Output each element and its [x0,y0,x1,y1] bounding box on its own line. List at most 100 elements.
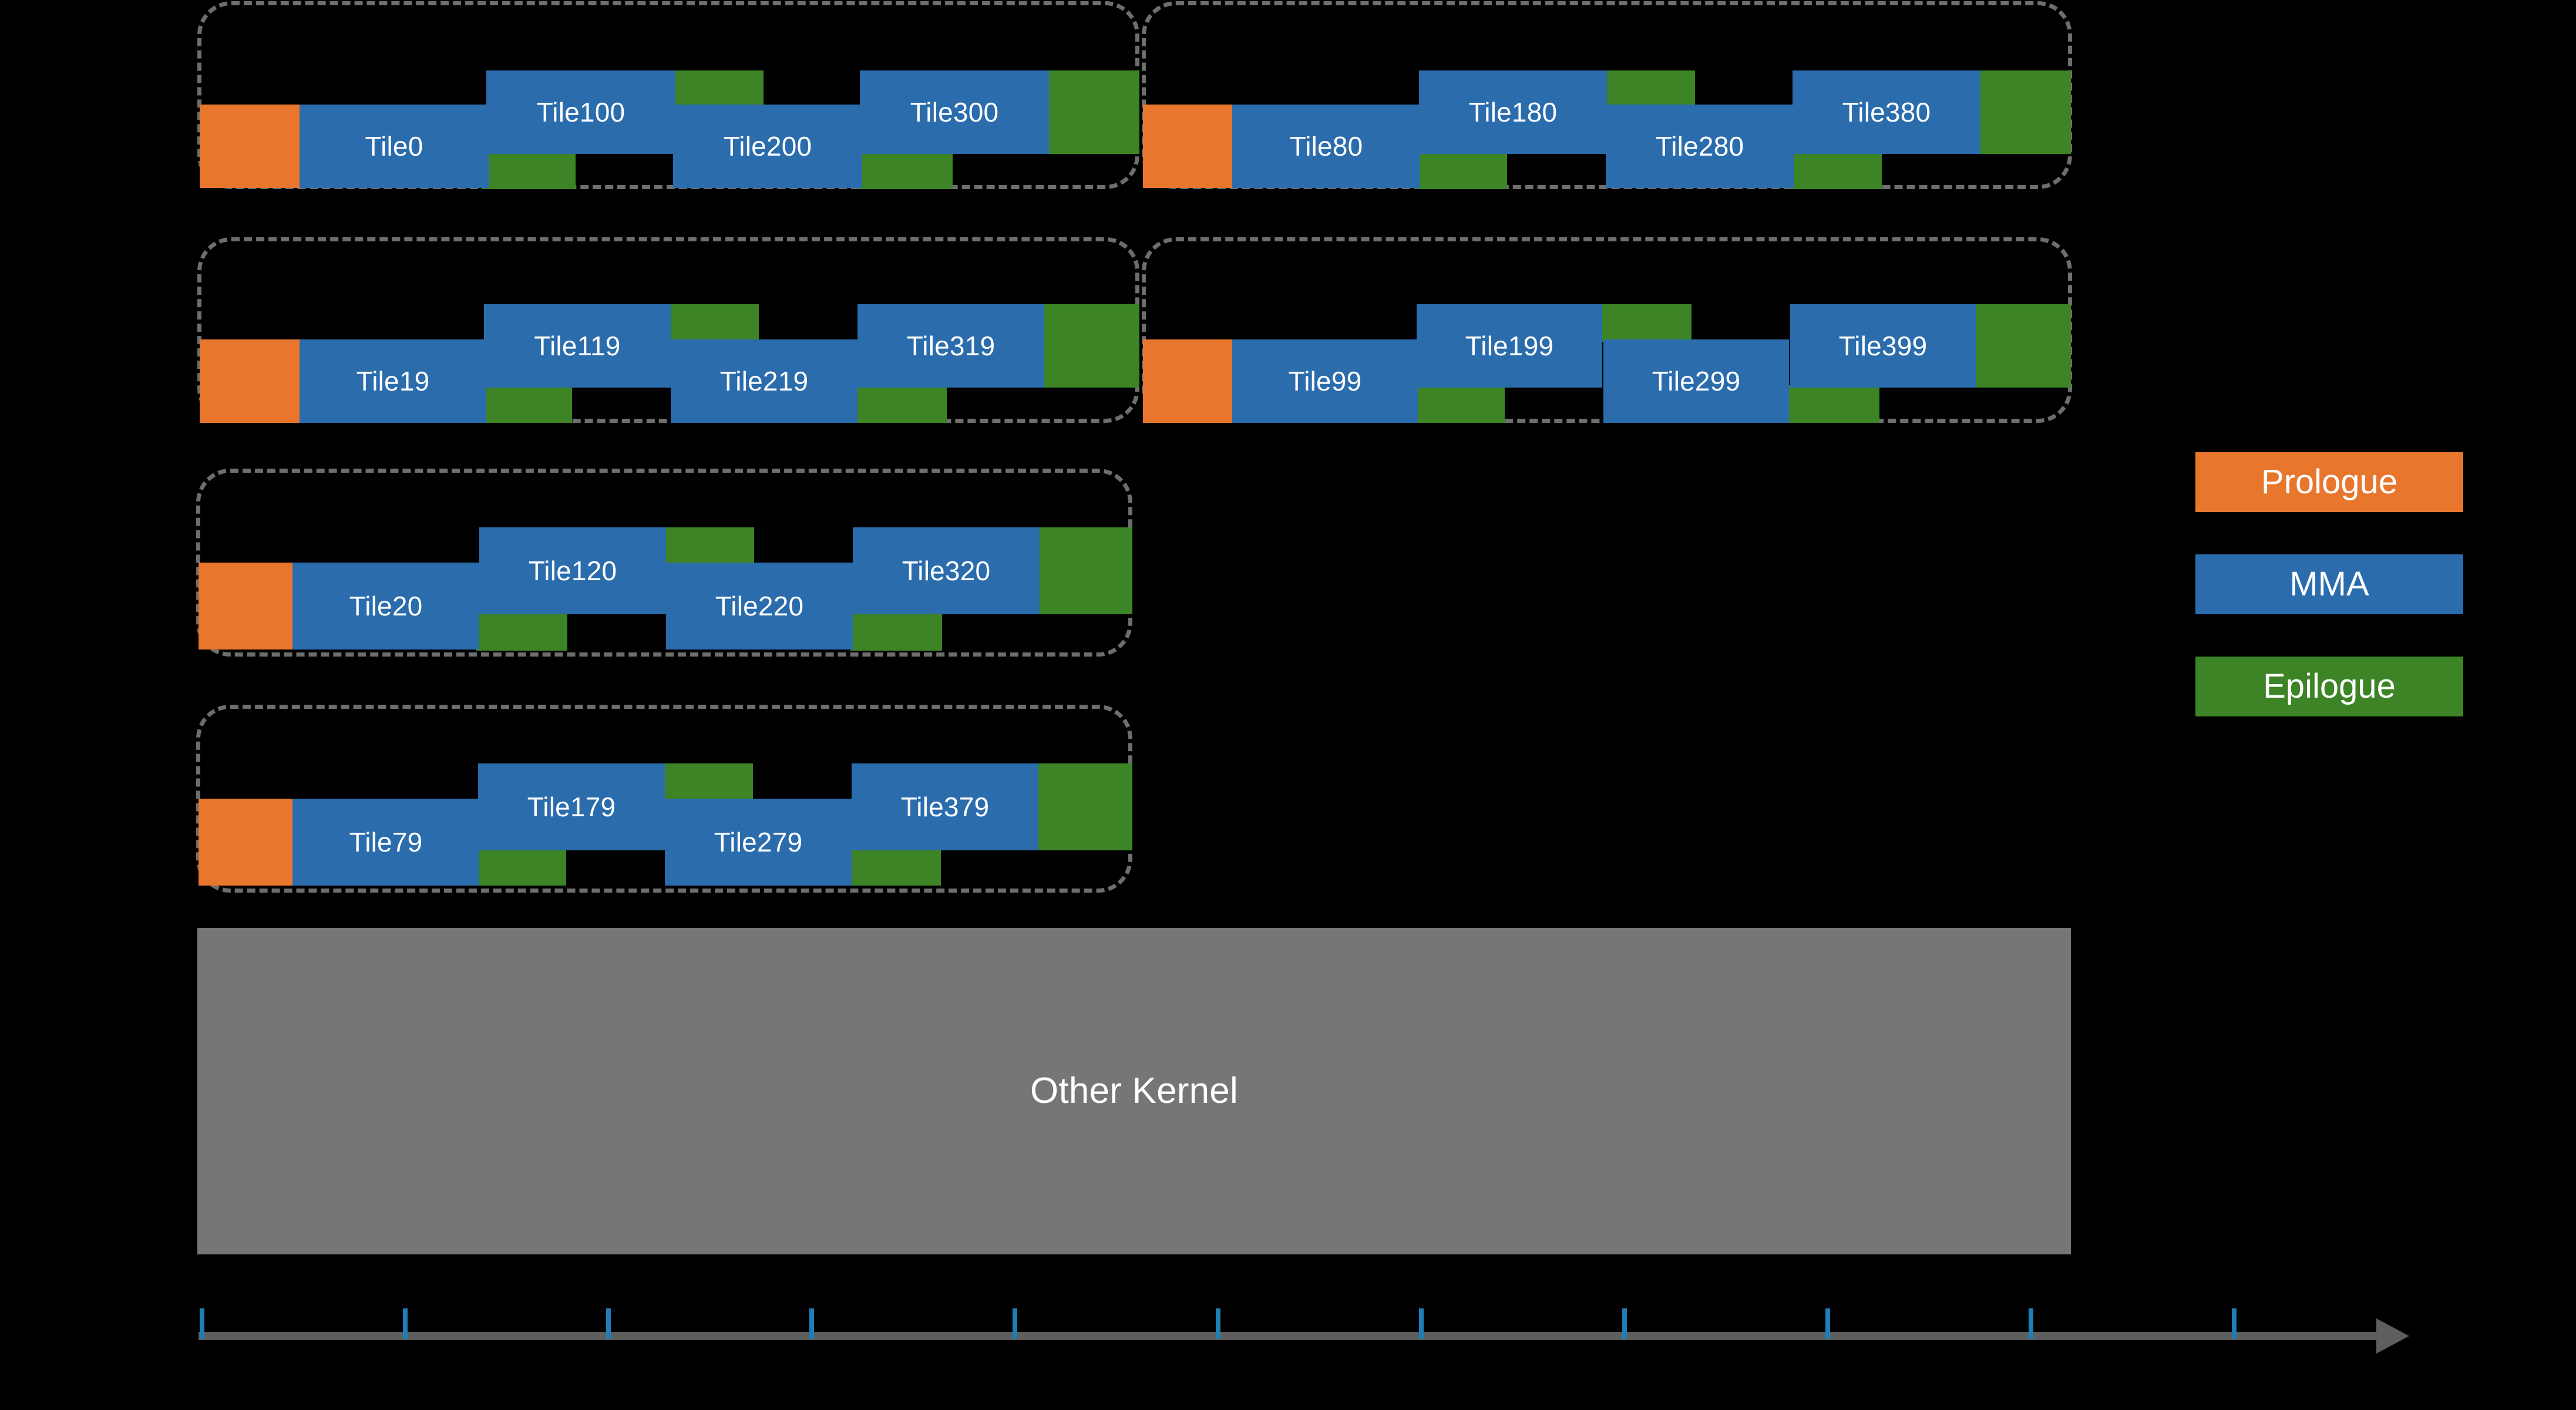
mma-tile-label: Tile80 [1289,131,1363,161]
mma-tile-block[interactable]: Tile120 [479,527,666,614]
legend-label-epilogue: Epilogue [2263,667,2396,705]
epilogue-block[interactable] [475,848,566,886]
epilogue-block[interactable] [1413,385,1505,423]
mma-tile-block[interactable]: Tile299 [1603,339,1789,423]
epilogue-block[interactable] [1788,385,1879,423]
mma-tile-block[interactable]: Tile19 [300,339,486,423]
epilogue-block[interactable] [670,70,764,108]
axis-tick [200,1308,204,1339]
epilogue-block[interactable] [855,385,947,423]
mma-tile-block[interactable]: Tile220 [666,563,853,650]
other-kernel-block[interactable]: Other Kernel [197,928,2071,1254]
epilogue-block[interactable] [1603,70,1695,108]
mma-tile-block[interactable]: Tile180 [1419,70,1607,154]
epilogue-block[interactable] [1979,70,2071,154]
prologue-block[interactable] [200,339,300,423]
mma-tile-block[interactable]: Tile280 [1606,105,1794,188]
mma-tile-label: Tile320 [902,556,991,586]
mma-tile-label: Tile0 [365,131,423,161]
mma-tile-block[interactable]: Tile80 [1232,105,1420,188]
mma-tile-block[interactable]: Tile79 [292,799,479,886]
epilogue-block[interactable] [667,304,759,342]
mma-tile-block[interactable]: Tile200 [673,105,862,188]
mma-tile-block[interactable]: Tile380 [1793,70,1980,154]
epilogue-block[interactable] [1038,763,1132,850]
axis-arrow-icon [2376,1318,2409,1354]
mma-tile-label: Tile399 [1838,331,1928,361]
axis-tick [1622,1308,1627,1339]
epilogue-block[interactable] [1044,304,1139,388]
axis-tick [2029,1308,2033,1339]
legend-label-mma: MMA [2289,565,2369,603]
mma-tile-block[interactable]: Tile199 [1417,304,1602,388]
axis-tick [1216,1308,1220,1339]
mma-tile-label: Tile79 [349,827,423,857]
axis-line [199,1332,2379,1340]
axis-tick [606,1308,611,1339]
epilogue-block[interactable] [1790,152,1882,189]
epilogue-block[interactable] [1040,527,1132,614]
epilogue-block[interactable] [859,152,953,189]
legend-label-prologue: Prologue [2261,463,2398,501]
epilogue-block[interactable] [849,848,941,886]
mma-tile-label: Tile299 [1652,366,1741,396]
epilogue-block[interactable] [476,613,567,651]
mma-tile-label: Tile279 [714,827,803,857]
mma-tile-label: Tile220 [715,591,804,621]
epilogue-block[interactable] [1048,70,1139,154]
legend-item-epilogue[interactable]: Epilogue [2195,657,2463,716]
mma-tile-block[interactable]: Tile379 [852,763,1038,850]
mma-tile-block[interactable]: Tile179 [478,763,665,850]
mma-tile-label: Tile200 [723,131,812,161]
mma-tile-label: Tile180 [1468,97,1558,127]
mma-tile-block[interactable]: Tile119 [484,304,671,388]
axis-tick [2232,1308,2237,1339]
mma-tile-block[interactable]: Tile99 [1232,339,1418,423]
prologue-block[interactable] [199,563,292,650]
mma-tile-block[interactable]: Tile219 [671,339,857,423]
mma-tile-label: Tile99 [1288,366,1362,396]
legend: Prologue MMA Epilogue [2195,452,2463,716]
mma-tile-block[interactable]: Tile100 [486,70,675,154]
mma-tile-block[interactable]: Tile0 [300,105,489,188]
mma-tile-label: Tile179 [527,792,616,822]
epilogue-block[interactable] [850,613,942,651]
mma-tile-label: Tile19 [356,366,430,396]
mma-tile-label: Tile120 [528,556,617,586]
axis-tick [1825,1308,1830,1339]
mma-tile-block[interactable]: Tile399 [1790,304,1976,388]
legend-item-prologue[interactable]: Prologue [2195,452,2463,512]
mma-tile-label: Tile219 [719,366,809,396]
mma-tile-label: Tile280 [1655,131,1744,161]
mma-tile-label: Tile20 [349,591,423,621]
mma-tile-label: Tile380 [1842,97,1931,127]
axis-tick [1419,1308,1424,1339]
epilogue-block[interactable] [1415,152,1507,189]
axis-tick [403,1308,408,1339]
mma-tile-block[interactable]: Tile319 [857,304,1044,388]
prologue-block[interactable] [1143,105,1232,188]
mma-tile-block[interactable]: Tile20 [292,563,479,650]
prologue-block[interactable] [199,799,292,886]
epilogue-block[interactable] [1600,304,1691,342]
mma-tile-label: Tile119 [534,331,621,361]
mma-tile-label: Tile300 [910,97,999,127]
epilogue-block[interactable] [482,152,576,189]
epilogue-block[interactable] [661,763,753,801]
prologue-block[interactable] [1143,339,1232,423]
legend-item-mma[interactable]: MMA [2195,554,2463,614]
mma-tile-label: Tile199 [1465,331,1554,361]
mma-tile-block[interactable]: Tile300 [860,70,1049,154]
mma-tile-block[interactable]: Tile279 [665,799,852,886]
axis-tick [809,1308,814,1339]
mma-tile-label: Tile319 [906,331,996,361]
mma-tile-block[interactable]: Tile320 [853,527,1040,614]
prologue-block[interactable] [200,105,300,188]
mma-tile-label: Tile379 [900,792,990,822]
axis-tick [1013,1308,1017,1339]
epilogue-block[interactable] [663,527,754,565]
epilogue-block[interactable] [480,385,572,423]
mma-tile-label: Tile100 [536,97,625,127]
epilogue-block[interactable] [1976,304,2071,388]
